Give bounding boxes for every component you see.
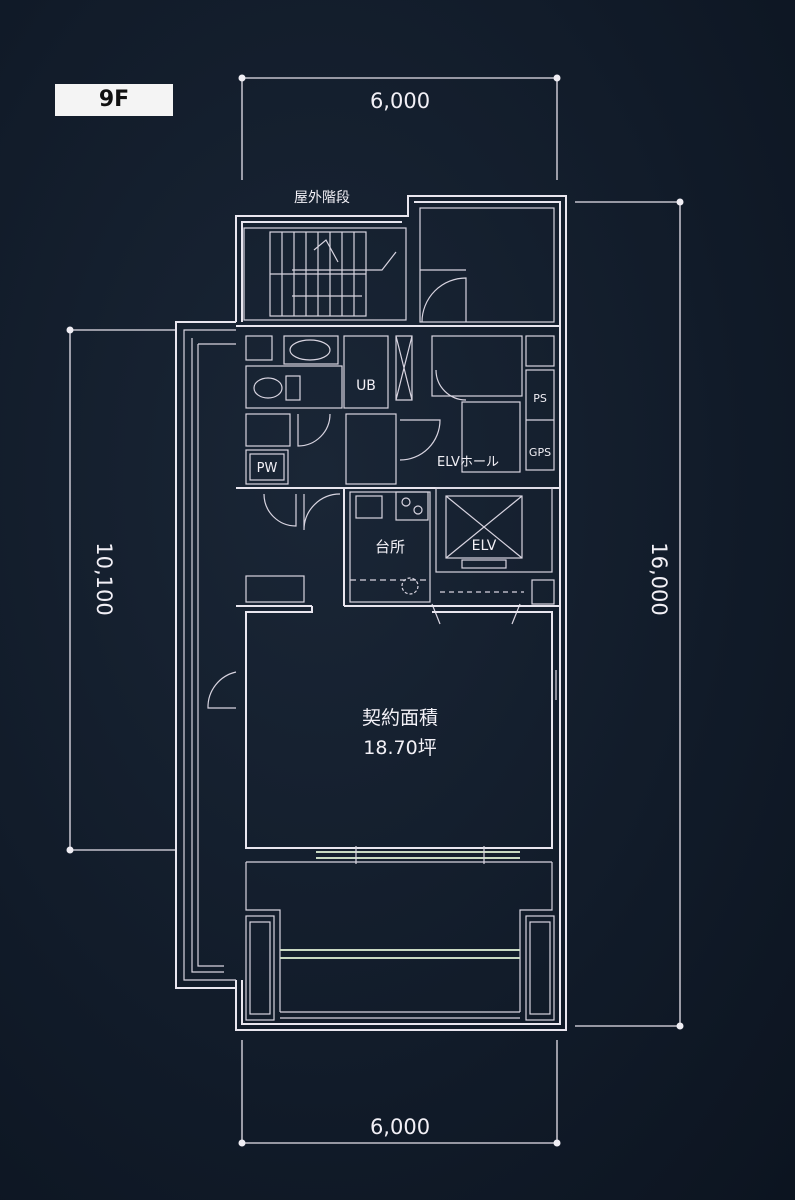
elevator-hall-label: ELVホール xyxy=(437,455,499,470)
top-width-label: 6,000 xyxy=(370,89,430,113)
outdoor-stairs: 屋外階段 xyxy=(243,190,407,321)
outdoor-stairs-label: 屋外階段 xyxy=(294,190,350,206)
dimension-left: 10,100 xyxy=(66,326,175,854)
gas-pipe-space-label: GPS xyxy=(529,446,551,459)
hall-storage: PW xyxy=(236,413,560,489)
elevator-label: ELV xyxy=(472,538,497,554)
bathroom-area: UB xyxy=(236,325,560,409)
bottom-width-label: 6,000 xyxy=(370,1115,430,1139)
entrance-area xyxy=(236,488,345,607)
contract-area-label: 契約面積 xyxy=(362,707,438,729)
pipe-shafts: PS GPS ELVホール xyxy=(431,335,555,473)
pipe-space-label: PS xyxy=(533,392,547,405)
powder-washroom-label: PW xyxy=(257,461,278,476)
kitchen: 台所 xyxy=(349,491,431,603)
floor-badge: 9F xyxy=(55,84,173,116)
elevator: ELV xyxy=(344,487,560,625)
unit-bath-label: UB xyxy=(356,378,376,394)
dimension-top: 6,000 xyxy=(238,74,561,180)
kitchen-label: 台所 xyxy=(375,538,405,556)
balcony xyxy=(245,861,555,1021)
top-right-room xyxy=(419,207,555,323)
contract-area-value: 18.70坪 xyxy=(363,737,436,759)
outer-walls xyxy=(175,195,567,1031)
main-room: 契約面積 18.70坪 xyxy=(207,606,557,849)
dimension-right: 16,000 xyxy=(575,198,684,1030)
left-depth-label: 10,100 xyxy=(92,542,116,615)
dimension-bottom: 6,000 xyxy=(238,1040,561,1147)
balcony-windows xyxy=(316,846,520,864)
right-depth-label: 16,000 xyxy=(647,542,671,615)
